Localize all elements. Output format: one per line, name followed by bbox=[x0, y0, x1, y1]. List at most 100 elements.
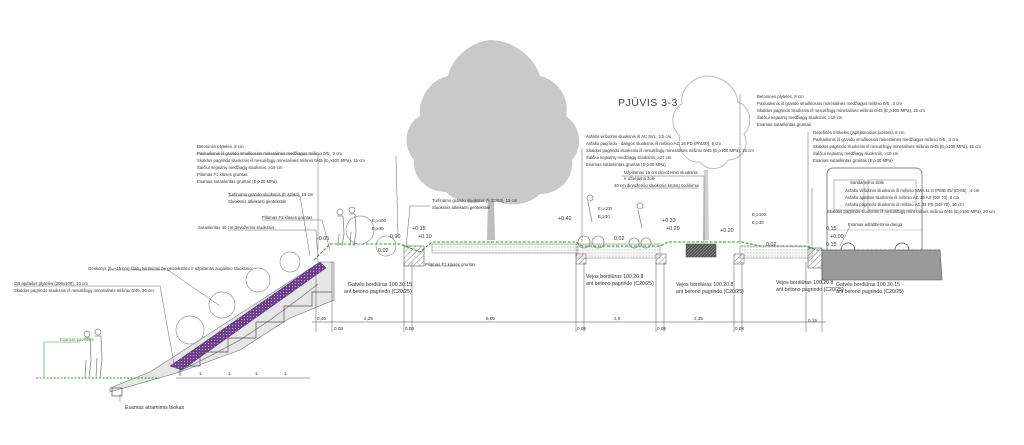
elevation-label: +0.29 bbox=[666, 226, 680, 232]
dimension-label: 1 bbox=[228, 371, 231, 376]
curb-label: Vejos bordiūras 100.20.8 bbox=[776, 280, 834, 286]
note-text: Sandarinimo siūlė bbox=[850, 180, 885, 185]
dimension-label: 0,08 bbox=[577, 326, 586, 331]
note-text: 40 cm dirvožemio sluoksnis krūmų sodinim… bbox=[614, 183, 699, 188]
note-text: Asfalto viršutinis sluoksnis iš AC 5VL, … bbox=[586, 134, 672, 139]
elevation-label: +0.10 bbox=[418, 234, 432, 240]
note-text: Asfalto pagrindo - dangos sluoksnis iš m… bbox=[586, 141, 721, 146]
modulus-labels: E₂≥100 E₂≥30 E₂≥100 E₂≥30 E₂≥100 E₂≥30 bbox=[372, 206, 767, 231]
notes-block-top-right-a: Betoninės plytelės, 8 cm Pasluoksnis iš … bbox=[757, 94, 925, 127]
dimension-label: 0,08 bbox=[405, 326, 414, 331]
note-text: Betoninės plytelės, 8 cm bbox=[197, 144, 244, 149]
reference-lines bbox=[315, 262, 823, 332]
elevation-label: 0.15 bbox=[826, 226, 837, 232]
notes-right-lower: Sandarinimo siūlė Asfalto viršutinis slu… bbox=[827, 180, 995, 227]
note-text: Esamas sutankintas gruntas (E₂≥30 MPa) bbox=[586, 162, 666, 167]
modulus-label: E₂≥100 bbox=[598, 206, 613, 211]
elevation-label: +0.42 bbox=[558, 216, 572, 222]
dimension-label: 2,5 bbox=[614, 316, 621, 321]
large-tree bbox=[406, 40, 580, 240]
dimension-label: 1 bbox=[284, 371, 287, 376]
elevation-label: +0.33 bbox=[662, 218, 676, 224]
dimension-label: 1 bbox=[255, 371, 258, 376]
note-text: Esamas asfaltbetonio danga bbox=[848, 222, 903, 227]
note-text: Asfalto pagrindo sluoksnis iš mišinio AC… bbox=[845, 202, 964, 207]
notes-left: Turfinamo grando sluoksnis (fr 32/63), 1… bbox=[14, 192, 518, 411]
elevation-label: 0.02 bbox=[614, 236, 625, 242]
note-text: Reljefinės trinkelės (įspėjamosios juost… bbox=[813, 130, 905, 135]
dimensions-bottom: 1 1 1 1 bbox=[199, 371, 287, 376]
retaining-block-label: Esamas atramimis blokas bbox=[125, 405, 185, 411]
curb-label: ant betono pagrindo (C20/25) bbox=[586, 281, 654, 287]
note-text: Sluoksnis atliekanti geotekstilė bbox=[228, 199, 287, 204]
note-text: Pasluoksnis iš grando smulkiosios minera… bbox=[813, 137, 958, 142]
note-text: Sutankintas 40 cm dirvožemio sluoksnis bbox=[198, 225, 274, 230]
dimension-label: 2,35 bbox=[694, 316, 703, 321]
curb-labels: Gatvės bordiūras 100.30.15 ant betono pa… bbox=[344, 274, 904, 295]
note-text: Betoninės plytelės, 8 cm bbox=[757, 94, 804, 99]
note-text: Turfinamo grando sluoksnis (fr 32/63), 1… bbox=[228, 192, 314, 197]
curb-label: Vejos bordiūras 100.20.8 bbox=[676, 282, 734, 288]
note-text: Šalčiui nejautrių medžiagų sluoksnis, ≥1… bbox=[197, 165, 283, 170]
note-text: Šalčiui nejautrių medžiagų sluoksnis, ≥1… bbox=[813, 151, 899, 156]
note-text: Skaldos pagrindo sluoksnis iš nesurištųj… bbox=[757, 108, 925, 113]
notes-block-top-left: Betoninės plytelės, 8 cm Pasluoksnis iš … bbox=[197, 144, 365, 184]
elevation-label: 0.15 bbox=[826, 242, 837, 248]
section-title: PJŪVIS 3-3 bbox=[618, 97, 678, 109]
dimension-label: 0,15 bbox=[808, 318, 817, 323]
elevation-label: +0.00 bbox=[830, 234, 844, 240]
note-text: Skaldos pagrindo sluoksnis iš nesurištųj… bbox=[197, 158, 365, 163]
note-text: GB apdailos plytelės (200x100), 10 cm bbox=[14, 281, 88, 286]
leader-lines bbox=[14, 94, 851, 402]
elevation-label: +0.15 bbox=[412, 226, 426, 232]
elevation-label: 0.02 bbox=[378, 248, 389, 254]
notes-block-top-right-b: Reljefinės trinkelės (įspėjamosios juost… bbox=[813, 130, 981, 163]
note-text: Pilamas F1 klasės gruntas bbox=[425, 262, 475, 267]
dimension-label: 0,08 bbox=[657, 326, 666, 331]
modulus-label: E₂≥100 bbox=[372, 218, 387, 223]
note-text: Užpilamas 15 cm dirvožemio sluoksnis bbox=[624, 170, 698, 175]
dimension-label: 2,25 bbox=[364, 316, 373, 321]
small-tree bbox=[672, 75, 751, 240]
note-text: Turfinamo grando sluoksnis (fr 32/63), 1… bbox=[432, 198, 518, 203]
dimension-label: 5,09 bbox=[486, 316, 495, 321]
elevation-label: -0.05 bbox=[317, 236, 329, 242]
note-text: Skaldos pagrindo sluoksnis iš nesurištųj… bbox=[586, 148, 754, 153]
note-text: Geokorys (h=~15 cm) šlaitų tvirtinimui b… bbox=[88, 266, 252, 271]
curb-label: Vejos bordiūras 100.20.8 bbox=[586, 274, 644, 280]
modulus-label: E₂≥30 bbox=[752, 220, 764, 225]
note-text: Pasluoksnis iš grando smulkiosios minera… bbox=[757, 101, 902, 106]
note-text: Esamas sutankintas gruntas (E₂≥30 MPa) bbox=[813, 158, 893, 163]
dimension-label: 0,08 bbox=[735, 326, 744, 331]
pavement-layers bbox=[403, 243, 943, 281]
elevation-label: 0.02 bbox=[766, 242, 777, 248]
embankment-slope bbox=[109, 215, 397, 397]
pedestrians-left bbox=[83, 328, 103, 379]
note-text: Pilamas F1 klasės gruntas bbox=[197, 172, 247, 177]
dimension-label: 0,40 bbox=[317, 316, 326, 321]
curb-label: Gatvės bordiūras 100.30.15 bbox=[348, 282, 412, 288]
elevation-label: +0.20 bbox=[720, 228, 734, 234]
note-text: Sluoksnis atliekanti geotekstilė bbox=[432, 205, 491, 210]
note-text: ir užsėjama žolė bbox=[624, 176, 656, 181]
modulus-label: E₂≥30 bbox=[598, 214, 610, 219]
elevation-label: 0.90 bbox=[390, 234, 401, 240]
note-text: Šalčiui nejautrių medžiagų sluoksnis, ≥2… bbox=[586, 155, 672, 160]
note-text: Esamas sutankintas gruntas bbox=[757, 122, 811, 127]
elevation-markers: -0.05 0.02 0.90 +0.15 +0.10 +0.42 0.02 +… bbox=[317, 216, 844, 254]
note-text: Asfalto viršutinis sluoksnis iš mišinio … bbox=[845, 188, 980, 193]
dimension-label: 0,08 bbox=[334, 326, 343, 331]
modulus-label: E₂≥30 bbox=[372, 226, 384, 231]
note-text: Pasluoksnis iš grando smulkiosios minera… bbox=[197, 151, 342, 156]
pedestrians-upper bbox=[336, 206, 357, 247]
curb-label: ant betono pagrindo (C20/25) bbox=[836, 289, 904, 295]
note-text: Asfalto apatinis sluoksnis iš mišinio AC… bbox=[845, 195, 960, 200]
cyclists bbox=[577, 194, 652, 249]
curb-label: ant betono pagrindo (C20/25) bbox=[676, 289, 744, 295]
dimension-label: 1 bbox=[199, 371, 202, 376]
modulus-label: E₂≥100 bbox=[752, 212, 767, 217]
existing-surface-label: Esamas paviršius bbox=[60, 337, 94, 342]
curb-label: ant betono pagrindo (C20/25) bbox=[776, 287, 844, 293]
curb-label: ant betono pagrindo (C20/25) bbox=[344, 289, 412, 295]
